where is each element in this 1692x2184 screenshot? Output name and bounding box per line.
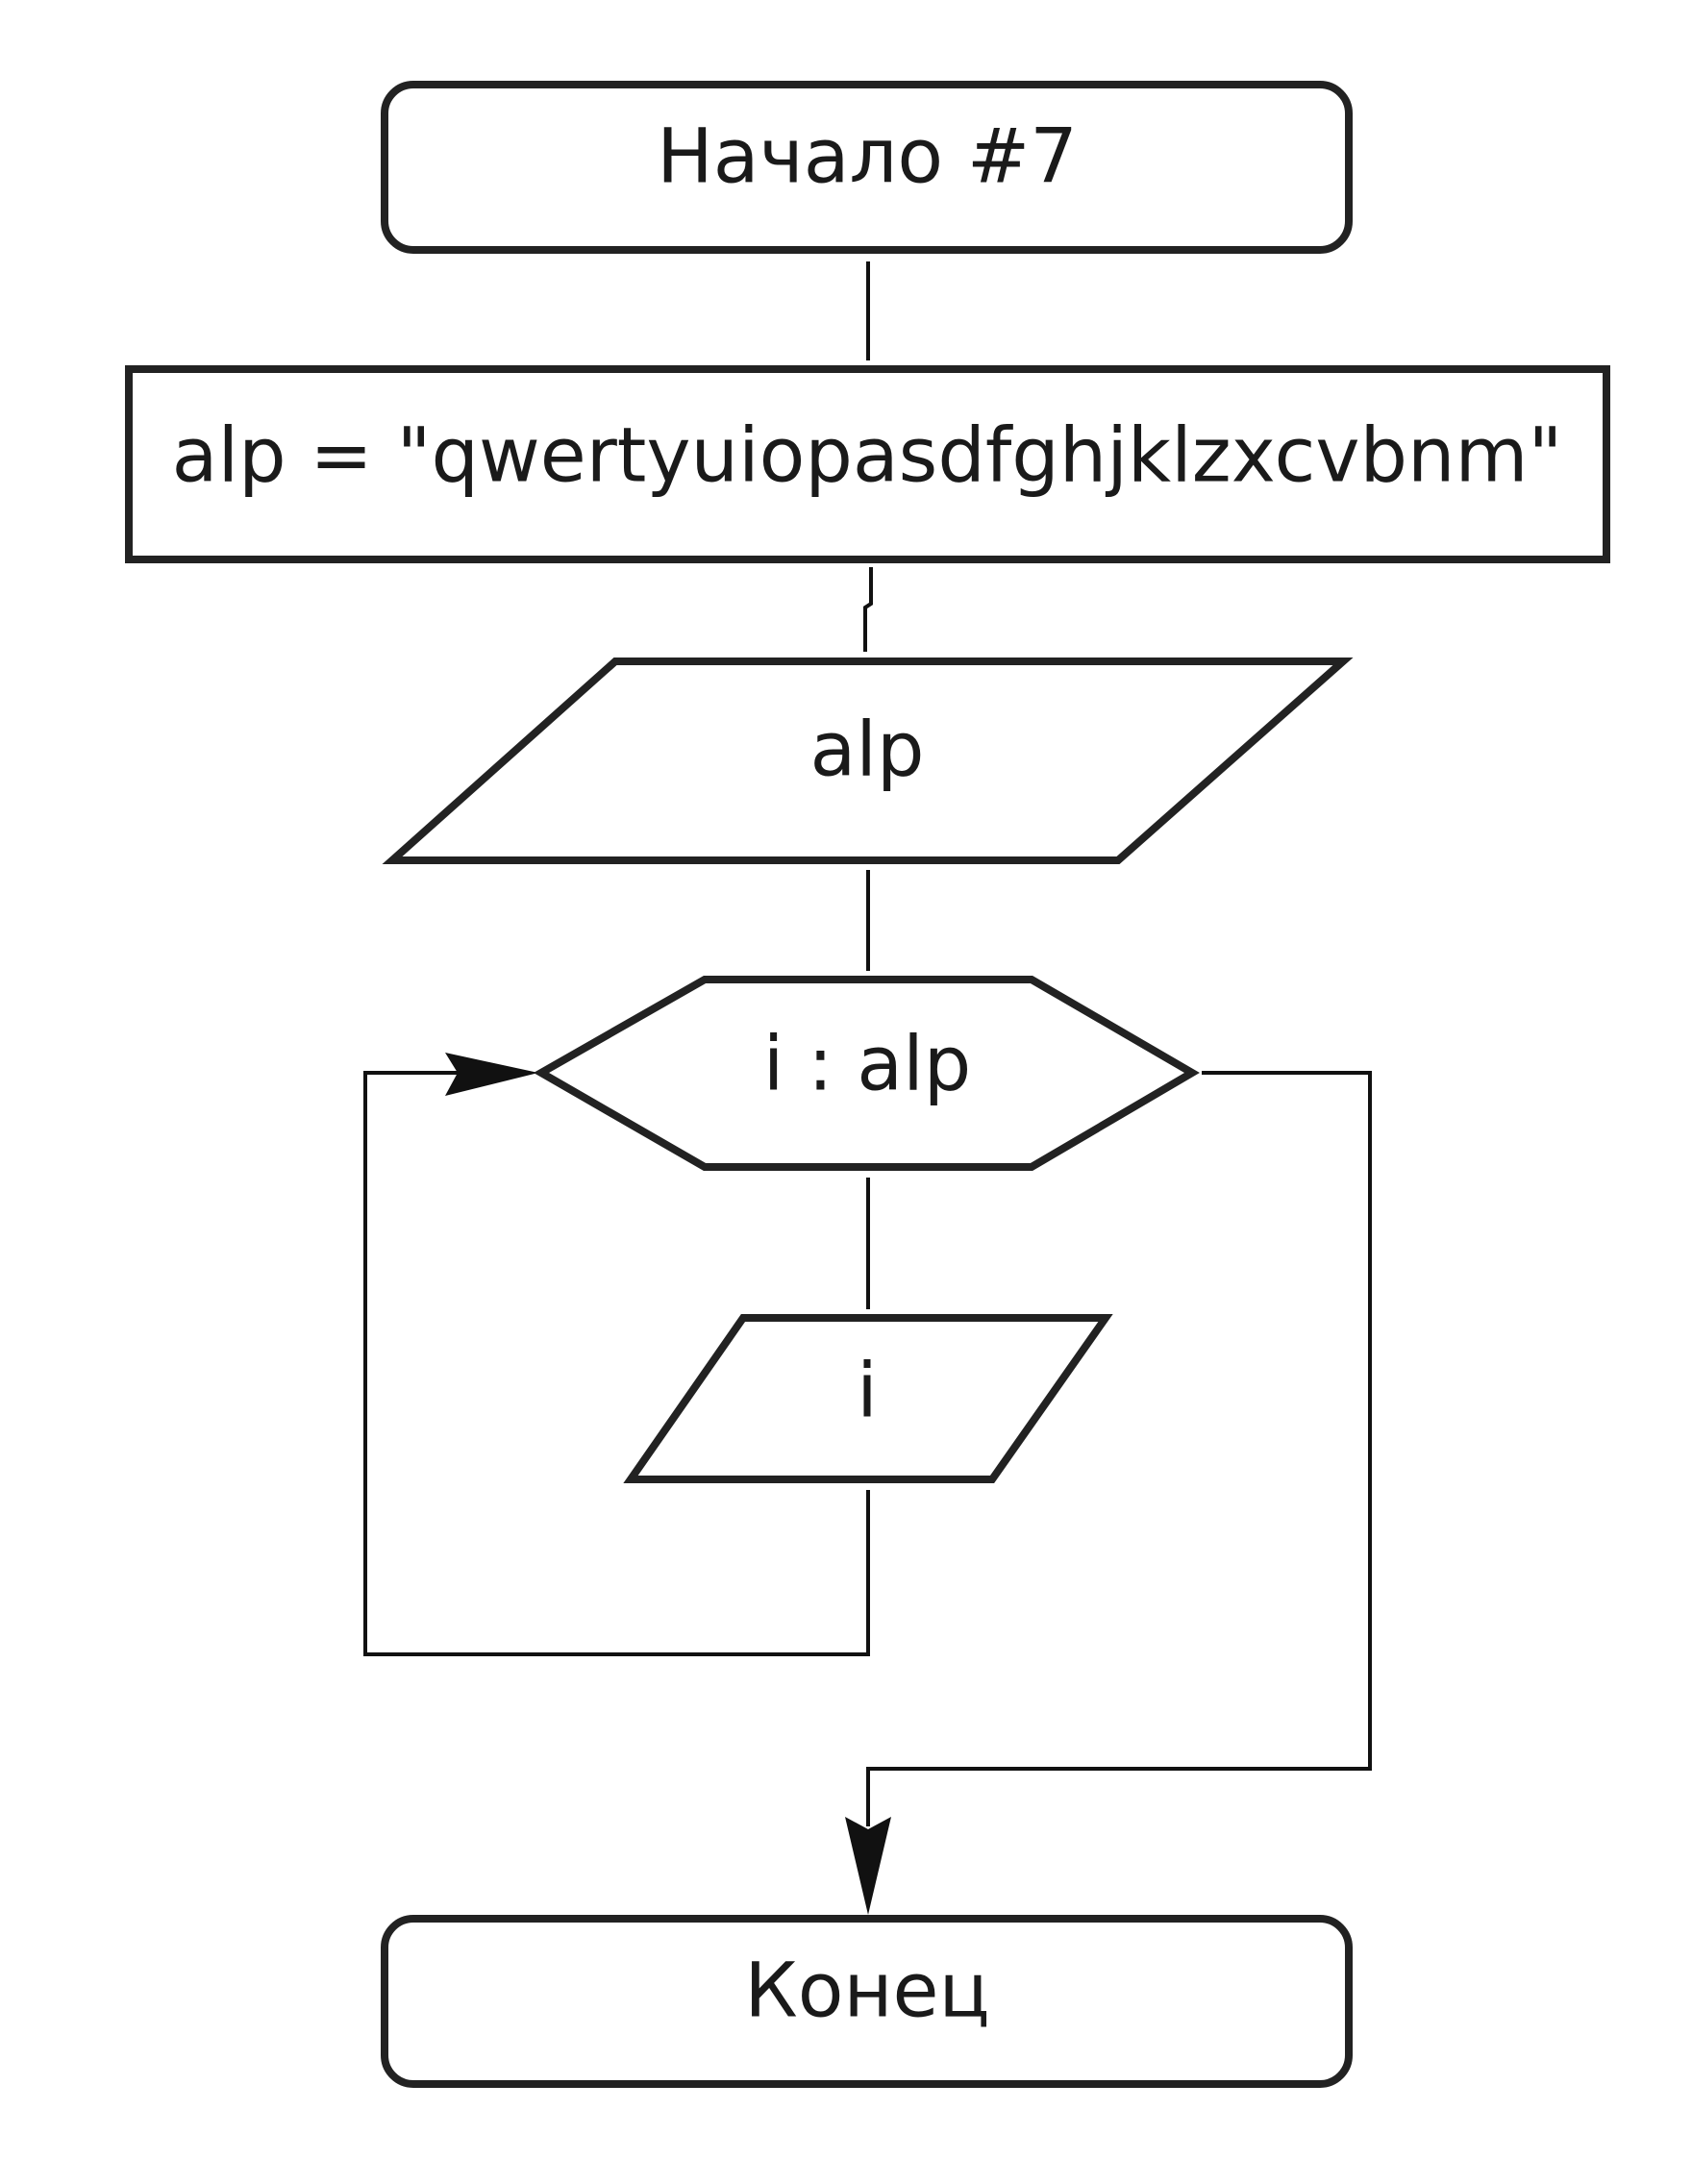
- loop-exit-arrowhead: [845, 1817, 891, 1915]
- start-label: Начало #7: [657, 113, 1078, 200]
- end-terminator: Конец: [381, 1915, 1353, 2088]
- end-label: Конец: [744, 1948, 989, 2034]
- loop-hexagon-block: i : alp: [533, 976, 1200, 1171]
- output-i-block: i: [623, 1314, 1113, 1483]
- output-alp-label: alp: [810, 707, 925, 793]
- connector-loop-back: [363, 1071, 870, 1656]
- output-i-label: i: [857, 1348, 878, 1434]
- assign-label: alp = "qwertyuiopasdfghjklzxcvbnm": [172, 412, 1563, 499]
- output-alp-block: alp: [382, 658, 1354, 864]
- loop-back-arrowhead: [445, 1053, 538, 1096]
- connector-loop-exit: [866, 1071, 1372, 1826]
- assign-process-block: alp = "qwertyuiopasdfghjklzxcvbnm": [125, 365, 1610, 563]
- connector-assign-to-output: [863, 567, 873, 652]
- start-terminator: Начало #7: [381, 81, 1353, 254]
- loop-label: i : alp: [763, 1021, 972, 1107]
